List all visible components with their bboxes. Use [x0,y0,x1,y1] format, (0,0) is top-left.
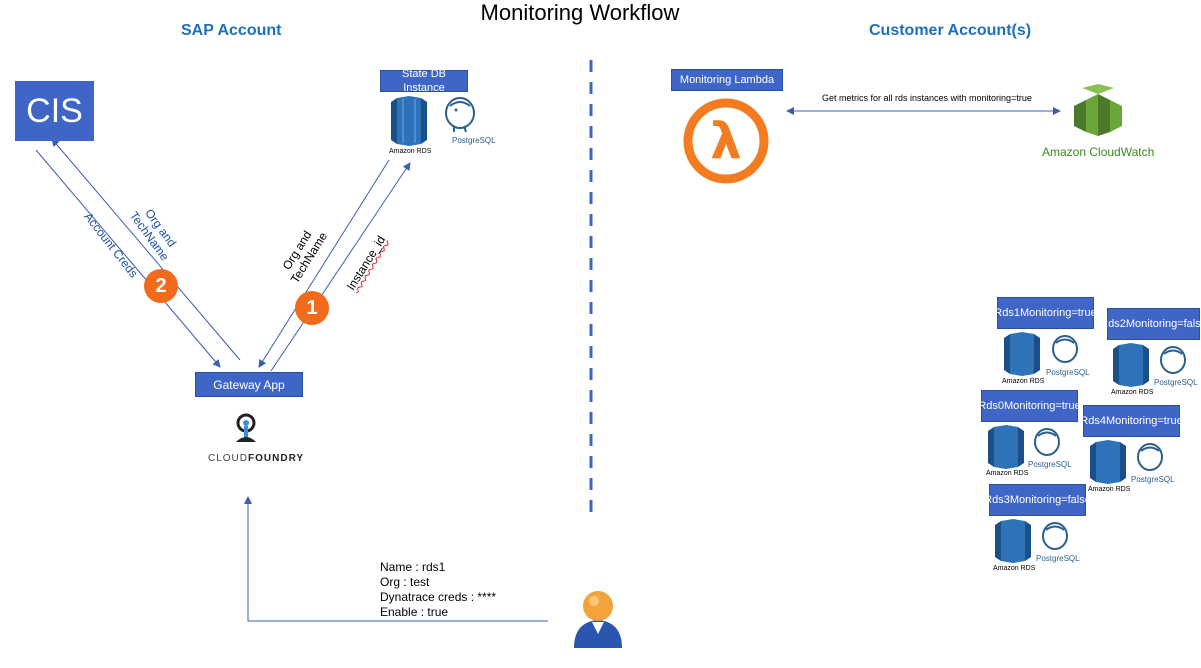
arrow-user-to-gateway [244,496,548,622]
postgresql-label: PostgreSQL [1046,368,1090,377]
postgresql-icon [1052,335,1078,363]
amazon-cloudwatch-icon [1074,84,1122,136]
amazon-rds-icon [1090,440,1126,484]
user-org-line: Org : test [380,575,430,589]
lambda-icon: λ [683,98,769,184]
postgresql-icon [1160,346,1186,374]
postgresql-label: PostgreSQL [452,136,496,145]
rds-label: Amazon RDS [993,565,1036,572]
arrow-gateway-to-cis [51,138,241,361]
user-name-line: Name : rds1 [380,560,446,574]
amazon-rds-icon [988,425,1024,469]
amazon-rds-icon [1113,343,1149,387]
postgresql-label: PostgreSQL [1028,460,1072,469]
rds-label: Amazon RDS [1002,378,1045,385]
rds-label: Amazon RDS [986,470,1029,477]
amazon-rds-icon [391,96,427,146]
state-db-instance-label: State DB Instance [380,68,468,94]
rds-label: Amazon RDS [1088,486,1131,493]
postgresql-icon [1034,428,1060,456]
diagram-title: Monitoring Workflow [480,0,680,25]
arrow-gateway-to-statedb [270,162,411,372]
arrow-cis-to-gateway [35,149,221,368]
gateway-app-box: Gateway App [195,372,303,397]
sap-account-header: SAP Account [181,22,282,39]
postgresql-label: PostgreSQL [1131,475,1175,484]
postgresql-label: PostgreSQL [1036,554,1080,563]
user-enable-line: Enable : true [380,605,449,619]
cis-node: CIS [15,81,94,141]
amazon-cloudwatch-label: Amazon CloudWatch [1042,145,1155,159]
step-1-marker: 1 [295,291,329,325]
customer-account-header: Customer Account(s) [869,22,1032,39]
postgresql-icon [445,97,475,133]
user-request-info: Name : rds1 Org : test Dynatrace creds :… [380,560,496,620]
cloudfoundry-logo: CLOUDFOUNDRY [208,453,305,464]
rds-label: Amazon RDS [389,148,432,155]
amazon-rds-icon [995,519,1031,563]
amazon-rds-icon [1004,332,1040,376]
rds-label: Amazon RDS [1111,389,1154,396]
monitoring-lambda-label: Monitoring Lambda [671,69,783,91]
cloudfoundry-icon [236,413,256,442]
user-creds-line: Dynatrace creds : **** [380,590,497,604]
postgresql-icon [1042,522,1068,550]
arrow-statedb-to-gateway [258,159,390,368]
svg-text:λ: λ [710,112,742,170]
edge-label-get-metrics: Get metrics for all rds instances with m… [822,93,1032,103]
user-icon [574,591,622,648]
postgresql-icon [1137,443,1163,471]
postgresql-label: PostgreSQL [1154,378,1198,387]
step-2-marker: 2 [144,269,178,303]
